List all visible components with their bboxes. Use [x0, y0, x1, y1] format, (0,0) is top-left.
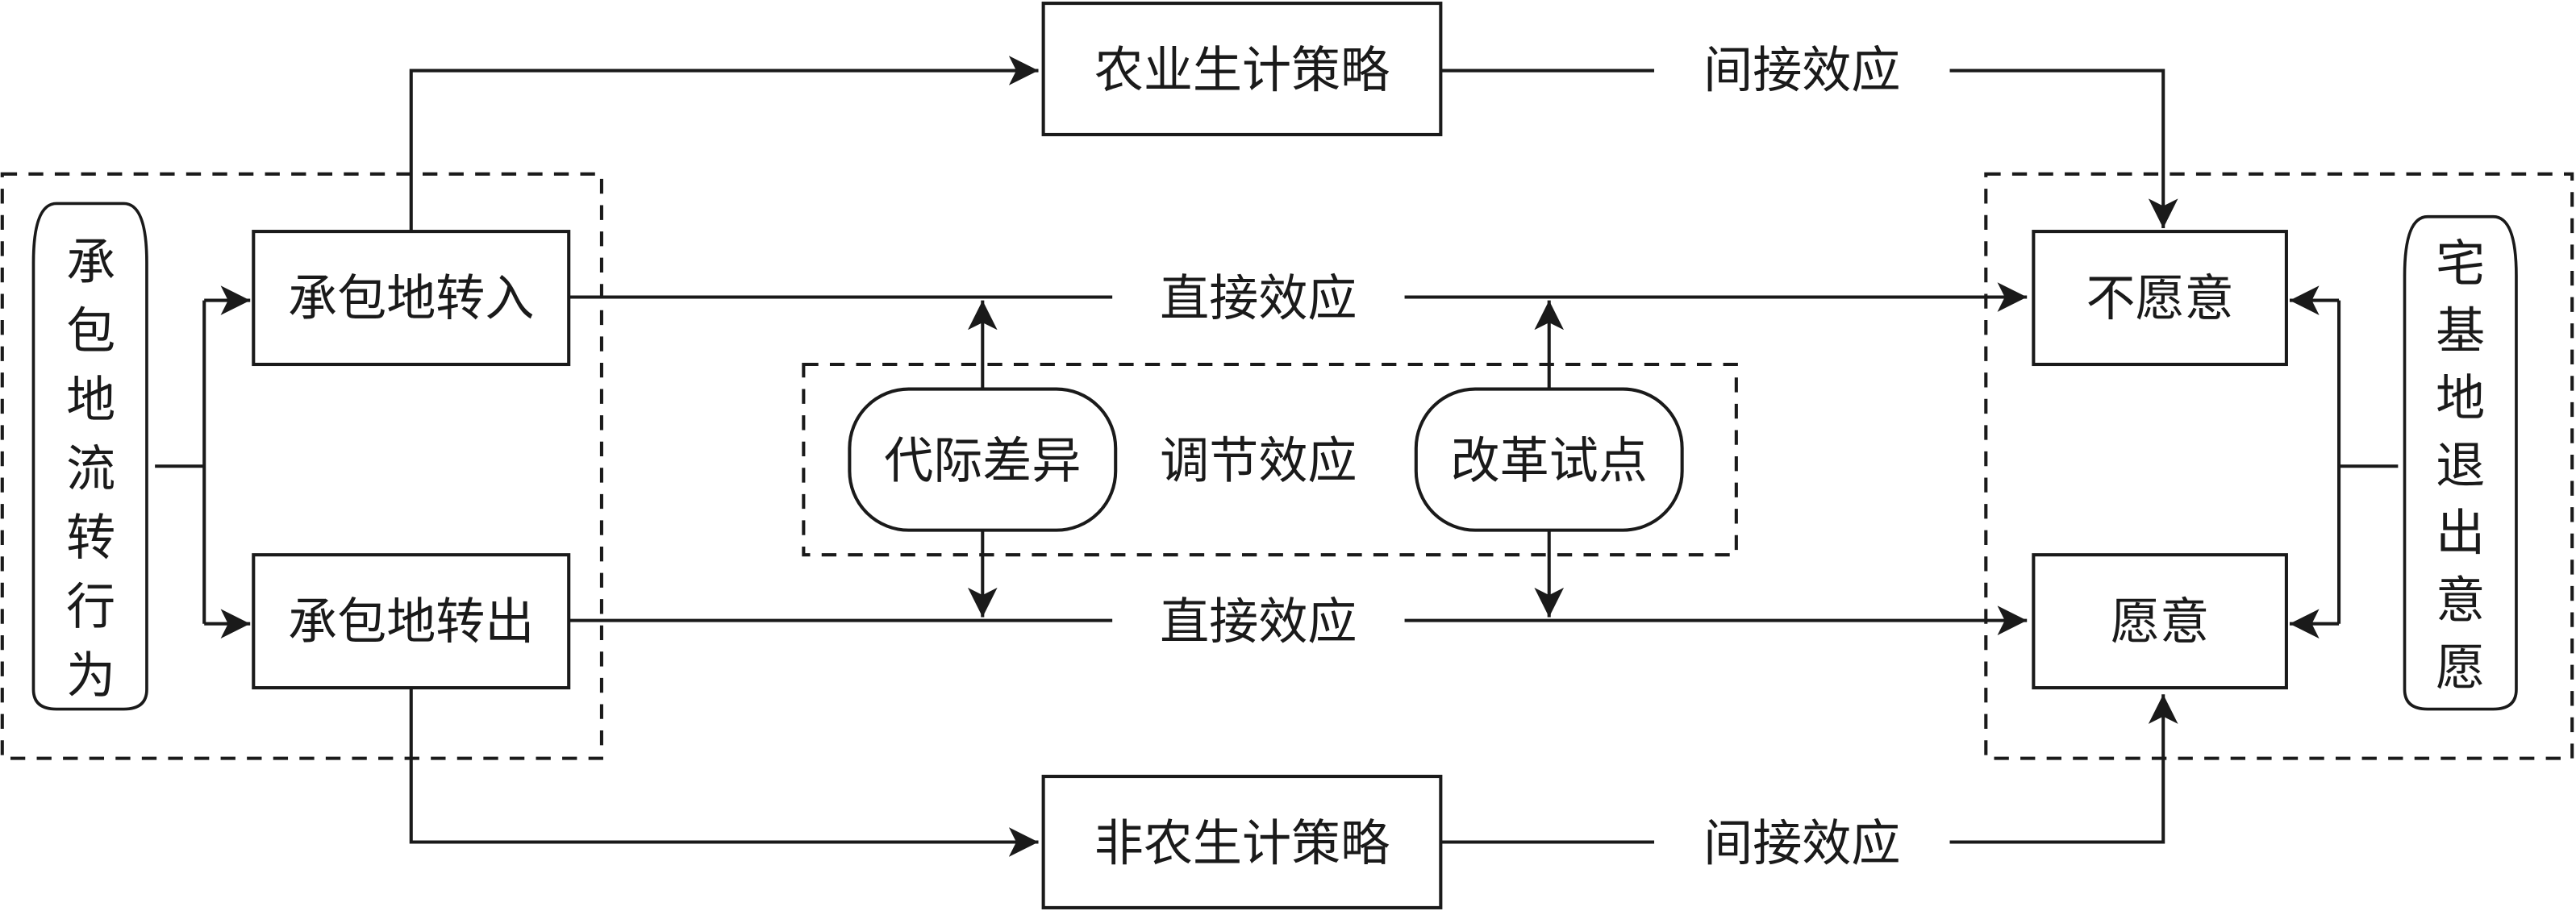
pill-generation-diff-label: 代际差异	[884, 432, 1081, 489]
left-pill-text: 承包地流转行为	[66, 234, 115, 705]
box-agri-strategy-label: 农业生计策略	[1094, 42, 1390, 99]
pill-char: 流	[66, 441, 115, 498]
box-willing-label: 愿意	[2111, 593, 2209, 651]
box-willing[interactable]	[2032, 553, 2288, 690]
right-pill	[2403, 214, 2518, 711]
box-land-in[interactable]	[252, 230, 571, 367]
pill-char: 行	[66, 579, 115, 636]
box-agri-strategy[interactable]	[1041, 2, 1443, 136]
label-indirect-top: 间接效应	[1703, 42, 1900, 99]
arrow-to-agri	[409, 56, 1039, 232]
box-land-out[interactable]	[252, 553, 571, 690]
box-unwilling-label: 不愿意	[2086, 270, 2234, 327]
arrow-indirect-to-unwilling	[1949, 69, 2178, 229]
pill-char: 承	[66, 234, 115, 291]
pill-char: 愿	[2436, 639, 2485, 697]
pill-char: 为	[66, 647, 115, 705]
left-pill	[31, 202, 148, 711]
right-pill-text: 宅基地退出意愿	[2436, 235, 2485, 697]
arrow-indirect-to-willing	[1949, 694, 2178, 844]
box-land-in-label: 承包地转入	[288, 270, 534, 327]
pill-char: 地	[66, 372, 115, 429]
connector-right-bracket	[2337, 300, 2399, 624]
box-land-out-label: 承包地转出	[288, 593, 534, 651]
connector-left-bracket	[155, 300, 206, 624]
label-indirect-bottom: 间接效应	[1703, 815, 1900, 872]
right-group-frame	[1984, 172, 2574, 760]
moderation-frame	[802, 362, 1738, 557]
pill-char: 包	[66, 303, 115, 360]
pill-char: 退	[2436, 438, 2485, 495]
label-direct-bottom: 直接效应	[1160, 593, 1357, 651]
pill-char: 基	[2436, 303, 2485, 360]
box-unwilling[interactable]	[2032, 230, 2288, 367]
label-moderation: 调节效应	[1160, 432, 1357, 489]
box-nonagri-strategy-label: 非农生计策略	[1094, 815, 1390, 872]
pill-char: 宅	[2436, 235, 2485, 293]
pill-char: 转	[66, 510, 115, 567]
left-group-frame	[0, 172, 603, 760]
pill-char: 意	[2436, 572, 2485, 630]
arrow-to-nonagri	[409, 688, 1039, 857]
pill-reform-pilot-label: 改革试点	[1451, 432, 1648, 489]
pill-char: 地	[2436, 370, 2485, 427]
pill-char: 出	[2436, 505, 2485, 562]
label-direct-top: 直接效应	[1160, 270, 1357, 327]
